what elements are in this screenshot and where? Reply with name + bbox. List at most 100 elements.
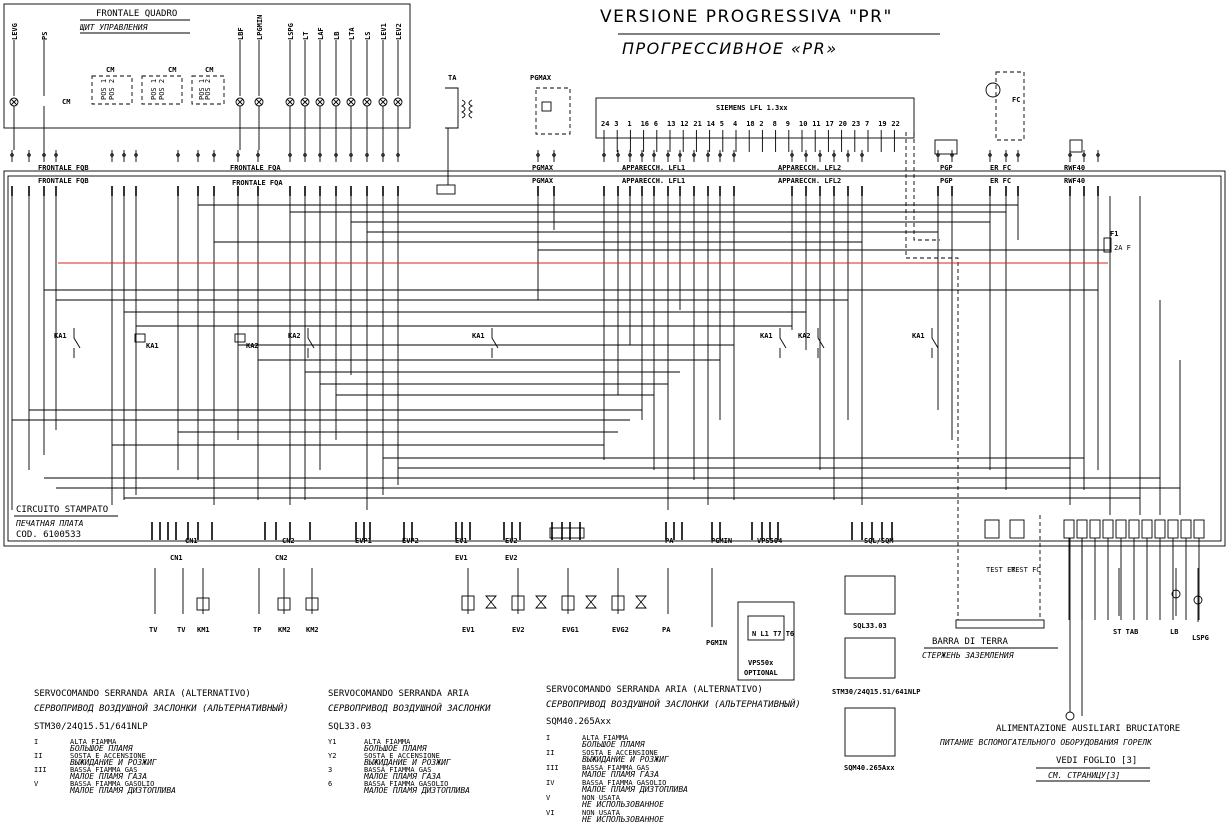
- siemens-pin-12: 12: [680, 120, 688, 128]
- test-er: TEST ER: [986, 566, 1016, 574]
- pos-label: POS 2: [108, 79, 116, 100]
- cm-label-1: CM: [106, 66, 114, 74]
- relay-ka1: KA1: [912, 328, 939, 358]
- terminal-dot: [196, 153, 200, 157]
- part-tp: TP: [253, 626, 261, 634]
- legend3-it: BASSA FIAMMA GAS: [582, 764, 649, 772]
- terminal-dot: [134, 153, 138, 157]
- terminal-dot: [552, 153, 556, 157]
- aux-terminal: [1128, 519, 1140, 539]
- legend3-ru: МАЛОЕ ПЛАМЯ ГАЗА: [581, 770, 659, 779]
- lamp-label-lt: LT: [302, 32, 310, 40]
- lamp-cross: [347, 98, 355, 106]
- pos-label: POS 1: [150, 79, 158, 100]
- part-pa: PA: [662, 626, 671, 634]
- lamp-cross: [10, 98, 18, 106]
- lamp-label-ls: LS: [364, 32, 372, 40]
- aux-terminal: [1076, 519, 1088, 539]
- relay-label: KA1: [146, 342, 159, 350]
- legend3-ru: БОЛЬШОЕ ПЛАМЯ: [582, 740, 645, 749]
- vps-pins: N L1 T7 T6: [752, 630, 794, 638]
- relay-label: KA1: [54, 332, 67, 340]
- ev2-top: EV2: [505, 554, 518, 562]
- pos-label: POS 2: [204, 79, 212, 100]
- legend1-key: I: [34, 738, 38, 746]
- relay-coil: [134, 333, 146, 343]
- legend1-model: STM30/24Q15.51/641NLP: [34, 722, 148, 732]
- lamp-cross: [363, 98, 371, 106]
- sql33-module: SQL33.03: [844, 575, 896, 630]
- terminal-dot: [628, 153, 632, 157]
- terminal-dot: [212, 153, 216, 157]
- siemens-pin-13: 13: [667, 120, 675, 128]
- legend3-it: BASSA FIAMMA GASOLIO: [582, 779, 666, 787]
- contactor-coil: [277, 597, 291, 611]
- legend1-title-it: SERVOCOMANDO SERRANDA ARIA (ALTERNATIVO): [34, 689, 251, 699]
- fc-flame-sensor: FC ER FC ER FC: [985, 71, 1025, 185]
- legend1-ru: МАЛОЕ ПЛАМЯ ДИЗТОПЛИВА: [69, 786, 176, 795]
- lamp-symbol: [1193, 595, 1203, 605]
- wire-network: [11, 132, 1181, 620]
- lfl2-label: APPARECCH. LFL2: [778, 177, 841, 185]
- siemens-pin-19: 19: [878, 120, 886, 128]
- relay-ka1: KA1: [760, 328, 787, 358]
- legend3-key: IV: [546, 779, 555, 787]
- pgmax-label: PGMAX: [532, 164, 554, 172]
- connector-evp1: EVP1: [355, 537, 372, 545]
- siemens-pin-2: 2: [759, 120, 763, 128]
- legend3-key: III: [546, 764, 559, 772]
- frontale-title-it: FRONTALE QUADRO: [96, 9, 177, 19]
- relay-contact: [491, 328, 499, 358]
- siemens-pin-10: 10: [799, 120, 807, 128]
- terminal-dot: [950, 153, 954, 157]
- siemens-label: SIEMENS LFL 1.3xx: [716, 104, 788, 112]
- aux-it: ALIMENTAZIONE AUSILIARI BRUCIATORE: [996, 724, 1180, 734]
- lamp-label-ps: PS: [41, 32, 49, 40]
- siemens-pin-7: 7: [865, 120, 869, 128]
- legend3-ru: НЕ ИСПОЛЬЗОВАННОЕ: [581, 800, 664, 809]
- lamp-cross: [379, 98, 387, 106]
- terminal-dot: [110, 153, 114, 157]
- terminal-dot: [666, 153, 670, 157]
- rwf40-label-top: RWF40: [1064, 164, 1085, 172]
- terminal-dot: [1004, 153, 1008, 157]
- siemens-pin-8: 8: [773, 120, 777, 128]
- pcb-terminal-strip: [11, 186, 1099, 196]
- ta-label: TA: [448, 74, 457, 82]
- terminal-dot: [936, 153, 940, 157]
- terminal-dot: [1096, 153, 1100, 157]
- title-it: VERSIONE PROGRESSIVA "PR": [600, 7, 893, 27]
- ta-transformer: TA: [436, 74, 474, 195]
- legend3-key: V: [546, 794, 551, 802]
- vps50x-module: N L1 T7 T6 VPS50x OPTIONAL: [737, 601, 795, 681]
- evg-connector: [549, 527, 585, 539]
- aux-terminal: [1154, 519, 1166, 539]
- solenoid-coil: [511, 595, 525, 611]
- relay-label: KA1: [912, 332, 925, 340]
- relay-coil: [234, 333, 246, 343]
- er-fc-label-top: ER FC: [990, 164, 1011, 172]
- ground-wire: [905, 132, 959, 620]
- er-fc-label: ER FC: [990, 177, 1011, 185]
- valve-symbol: [635, 595, 647, 609]
- connector-pa: PA: [665, 537, 674, 545]
- part-evg1: EVG1: [562, 626, 579, 634]
- legend2-key: Y2: [328, 752, 336, 760]
- part-tv: TV: [177, 626, 186, 634]
- legend1-it: BASSA FIAMMA GAS: [70, 766, 137, 774]
- cn2-top: CN2: [275, 554, 288, 562]
- part-tv: TV: [149, 626, 158, 634]
- f1-fuse: F1 2A F: [1103, 230, 1131, 253]
- lamp-cross: [236, 98, 244, 106]
- circuito-ru: ПЕЧАТНАЯ ПЛАТА: [15, 519, 84, 528]
- legend2-ru: ВЫЖИДАНИЕ И РОЗЖИГ: [364, 758, 452, 767]
- part-km2: KM2: [306, 626, 319, 634]
- connector-vps504: VPS504: [757, 537, 782, 545]
- sqm40-module: SQM40.265Axx: [844, 707, 896, 772]
- circuito-stampato: CIRCUITO STAMPATO ПЕЧАТНАЯ ПЛАТА COD. 61…: [14, 505, 118, 540]
- connector-cn2: CN2: [282, 537, 295, 545]
